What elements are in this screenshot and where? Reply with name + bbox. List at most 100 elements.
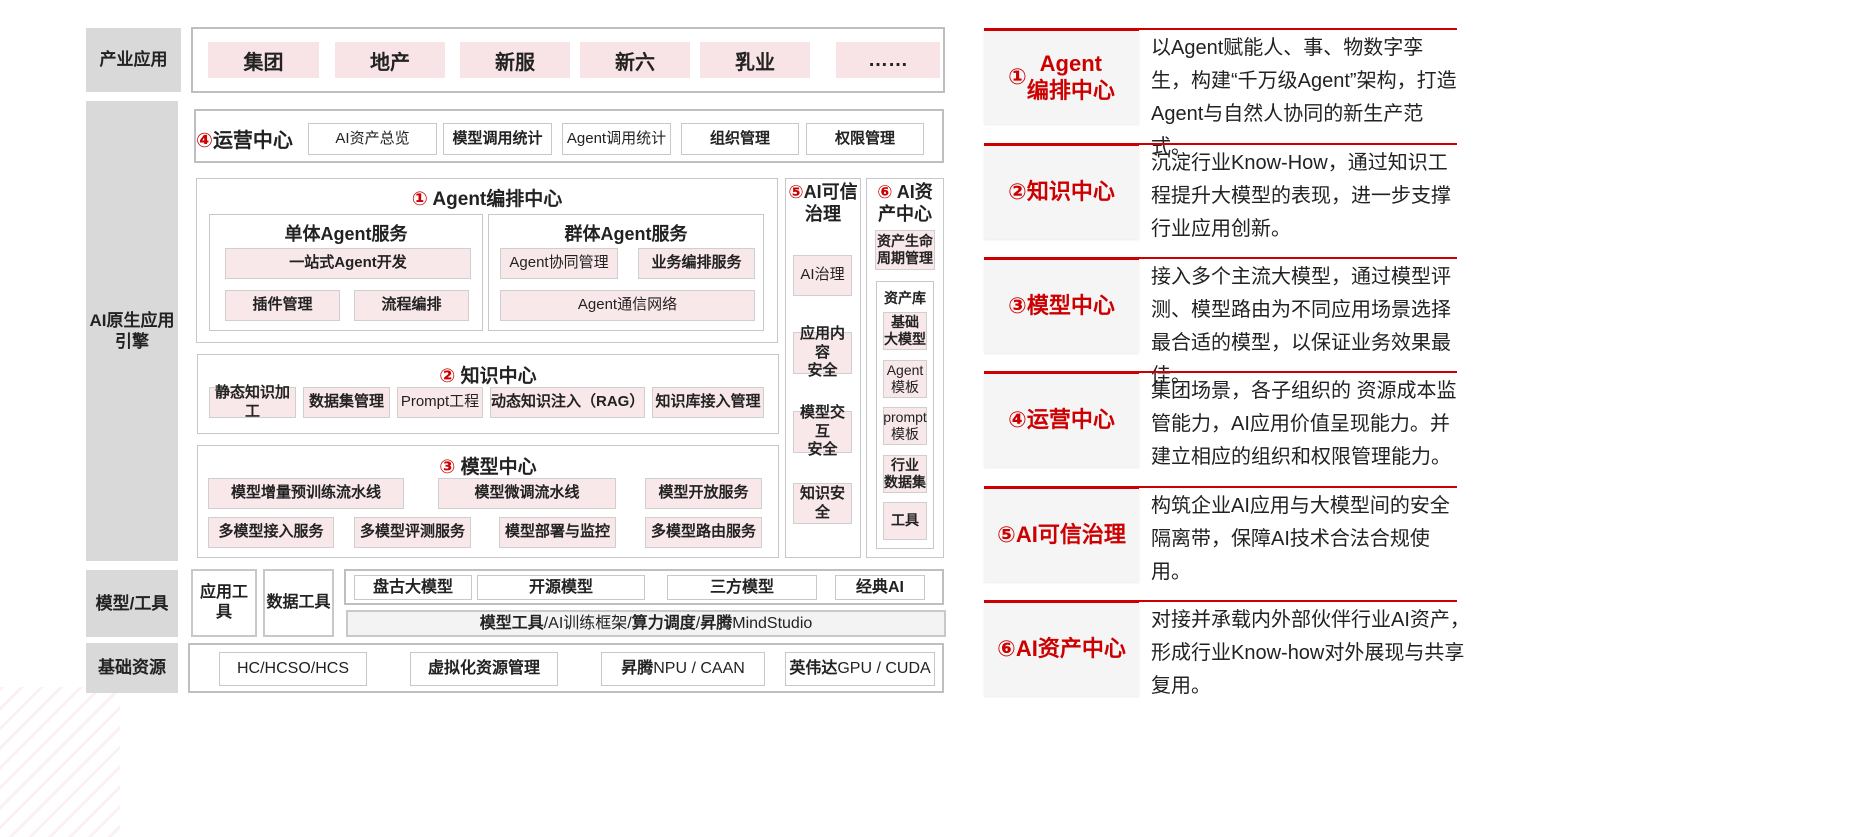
infra-item-bold: 昇腾 (621, 660, 654, 677)
asset-title-text: AI资 产中心 (878, 182, 933, 224)
card-divider (984, 371, 1457, 373)
app-tool: 应用工具 (191, 569, 257, 637)
model-source: 经典AI (835, 575, 925, 600)
card-5-desc: 构筑企业AI应用与大模型间的安全隔离带，保障AI技术合法合规使用。 (1151, 495, 1450, 583)
knowledge-item: 动态知识注入（RAG） (490, 387, 645, 418)
card-3-num: ③ (1008, 293, 1027, 319)
knowledge-num: ② (439, 366, 456, 387)
agent-num: ① (411, 189, 428, 210)
model-item: 模型微调流水线 (438, 478, 616, 509)
card-3-title-text: 模型中心 (1026, 293, 1115, 319)
single-agent-item: 流程编排 (354, 290, 469, 321)
card-4-num: ④ (1008, 407, 1027, 433)
infra-item: 虚拟化资源管理 (410, 652, 558, 686)
ops-item: 模型调用统计 (443, 123, 552, 155)
data-tool: 数据工具 (263, 569, 334, 637)
asset-lib-item: 行业 数据集 (883, 455, 927, 493)
card-4-title-text: 运营中心 (1026, 407, 1115, 433)
asset-lib-item: Agent 模板 (883, 360, 927, 398)
label-model-tools-text: 模型/工具 (95, 593, 169, 613)
ops-title-text: 运营中心 (212, 130, 293, 152)
card-2-desc: 沉淀行业Know-How，通过知识工程提升大模型的表现，进一步支撑行业应用创新。 (1151, 152, 1451, 240)
industry-item: 乳业 (700, 42, 810, 78)
label-engine-text: AI原生应用 引擎 (89, 310, 175, 351)
industry-item: 集团 (208, 42, 319, 78)
card-5-title: ⑤ AI可信治理 (984, 486, 1139, 582)
card-divider (984, 257, 1457, 259)
knowledge-item: 数据集管理 (303, 387, 390, 418)
model-title: ③ 模型中心 (197, 452, 779, 479)
model-item: 多模型接入服务 (208, 517, 334, 548)
tool-bar-text: 模型工具 (479, 614, 544, 632)
tool-bar-text: 算力调度 (631, 614, 696, 632)
model-item: 模型增量预训练流水线 (208, 478, 404, 509)
model-item: 模型部署与监控 (499, 517, 616, 548)
card-6-num: ⑥ (997, 636, 1016, 662)
infra-item-bold: 虚拟化资源管理 (427, 660, 540, 677)
single-agent-item: 插件管理 (225, 290, 340, 321)
group-agent-item: Agent协同管理 (500, 248, 618, 279)
asset-lifecycle: 资产生命 周期管理 (875, 230, 935, 270)
card-3-desc: 接入多个主流大模型，通过模型评测、模型路由为不同应用场景选择最合适的模型，以保证… (1151, 266, 1451, 387)
knowledge-title-text: 知识中心 (460, 366, 537, 387)
knowledge-item: Prompt工程 (397, 387, 483, 418)
tool-bar-text: AI训练框架 (548, 614, 628, 632)
model-num: ③ (439, 457, 456, 478)
card-1-title-text: Agent 编排中心 (1026, 51, 1115, 103)
card-6-title: ⑥ AI资产中心 (984, 600, 1139, 696)
tool-bar-text: MindStudio (732, 614, 813, 632)
trust-item: 知识安全 (793, 483, 852, 524)
card-5-title-text: AI可信治理 (1015, 522, 1126, 548)
card-divider (984, 143, 1457, 145)
asset-lib-item: 基础 大模型 (883, 312, 927, 350)
asset-lib-item: 工具 (883, 502, 927, 540)
card-1-num: ① (1008, 64, 1027, 90)
card-divider (984, 600, 1457, 602)
infra-item-text: HC/HCSO/HCS (236, 660, 349, 677)
model-item: 多模型路由服务 (645, 517, 762, 548)
agent-title-text: Agent编排中心 (432, 189, 563, 210)
knowledge-item: 静态知识加工 (209, 384, 296, 420)
card-2-title-text: 知识中心 (1026, 179, 1115, 205)
single-agent-title: 单体Agent服务 (284, 224, 408, 244)
trust-title-text: AI可信 治理 (803, 182, 858, 224)
tool-bar-sep: / (543, 614, 549, 632)
infra-item-bold: 英伟达 (789, 660, 838, 677)
ops-num: ④ (196, 130, 213, 152)
industry-item: 新服 (460, 42, 570, 78)
agent-title: ① Agent编排中心 (196, 184, 778, 211)
ops-item: 组织管理 (681, 123, 799, 155)
card-2-title: ② 知识中心 (984, 143, 1139, 239)
label-industry-text: 产业应用 (99, 50, 168, 70)
model-item: 模型开放服务 (645, 478, 762, 509)
industry-item: …… (836, 42, 940, 78)
knowledge-title: ② 知识中心 (197, 361, 779, 388)
ops-item: Agent调用统计 (562, 123, 671, 155)
label-infra: 基础资源 (86, 643, 178, 693)
model-item: 多模型评测服务 (354, 517, 471, 548)
group-agent-item: Agent通信网络 (500, 290, 755, 321)
infra-item-text: NPU / CAAN (653, 660, 745, 677)
tool-bar-sep: / (695, 614, 701, 632)
tool-bar-sep: / (627, 614, 632, 632)
group-agent-item: 业务编排服务 (638, 248, 755, 279)
card-6-title-text: AI资产中心 (1015, 636, 1126, 662)
card-1-title: ① Agent 编排中心 (984, 28, 1139, 124)
model-source: 开源模型 (477, 575, 645, 600)
card-5-num: ⑤ (997, 522, 1016, 548)
industry-item: 新六 (580, 42, 690, 78)
card-4-title: ④ 运营中心 (984, 371, 1139, 467)
infra-item: HC/HCSO/HCS (219, 652, 367, 686)
card-2-num: ② (1008, 179, 1027, 205)
knowledge-item: 知识库接入管理 (652, 387, 764, 418)
asset-lib-title: 资产库 (884, 290, 926, 306)
model-title-text: 模型中心 (460, 457, 537, 478)
tool-bar-text: 昇腾 (700, 614, 733, 632)
asset-num: ⑥ (877, 182, 893, 202)
corner-decoration (0, 687, 120, 837)
card-6-desc: 对接并承载内外部伙伴行业AI资产，形成行业Know-how对外展现与共享复用。 (1151, 609, 1470, 697)
group-agent-title: 群体Agent服务 (564, 224, 688, 244)
